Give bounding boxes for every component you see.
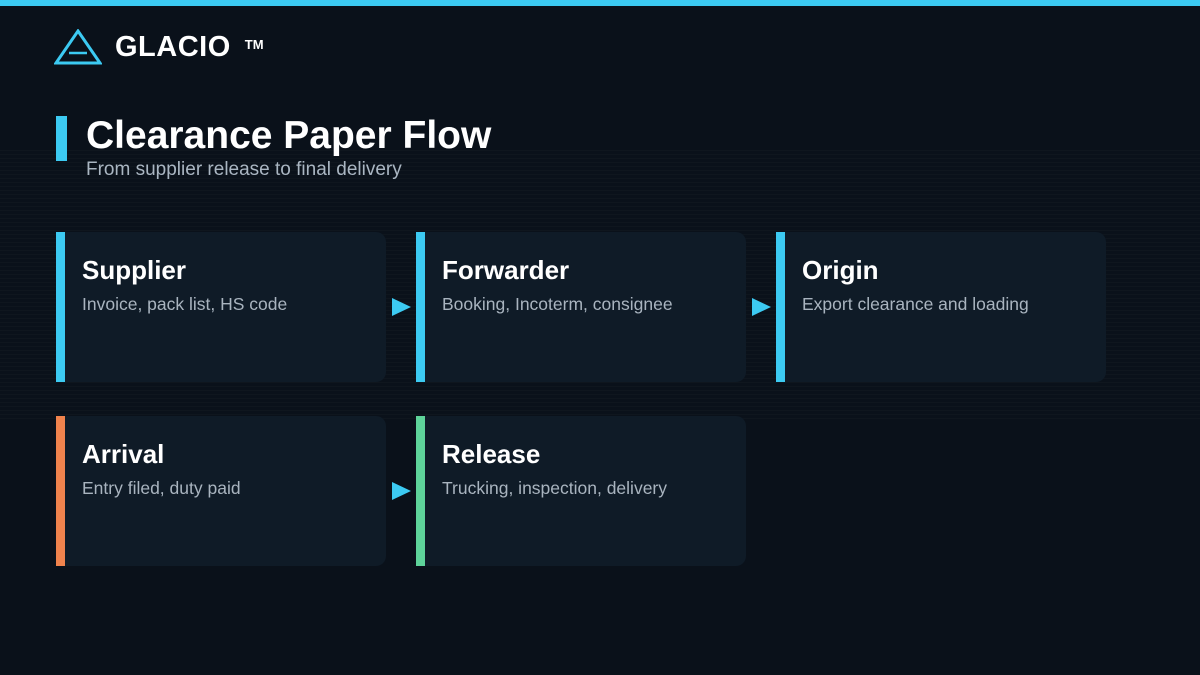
card-accent-bar	[416, 416, 425, 566]
step-description: Export clearance and loading	[802, 294, 1029, 314]
card-accent-bar	[776, 232, 785, 382]
step-title: Forwarder	[442, 255, 570, 285]
step-card-release: Release Trucking, inspection, delivery	[416, 416, 746, 566]
step-card-origin: Origin Export clearance and loading	[776, 232, 1106, 382]
step-title: Supplier	[82, 255, 187, 285]
top-accent-bar	[0, 0, 1200, 6]
step-card-arrival: Arrival Entry filed, duty paid	[56, 416, 386, 566]
play-arrow-icon	[752, 298, 771, 316]
step-description: Entry filed, duty paid	[82, 478, 241, 498]
brand-name: GLACIO	[115, 30, 231, 63]
trademark-mark: TM	[244, 36, 264, 52]
step-title: Origin	[802, 255, 879, 285]
play-arrow-icon	[392, 298, 411, 316]
step-title: Arrival	[82, 439, 165, 469]
brand: GLACIO TM	[54, 28, 264, 66]
step-card-forwarder: Forwarder Booking, Incoterm, consignee	[416, 232, 746, 382]
slide-subtitle: From supplier release to final delivery	[86, 159, 402, 180]
step-card-supplier: Supplier Invoice, pack list, HS code	[56, 232, 386, 382]
step-title: Release	[442, 439, 541, 469]
step-description: Invoice, pack list, HS code	[82, 294, 288, 314]
title-accent-bar	[56, 116, 67, 161]
card-accent-bar	[56, 232, 65, 382]
card-accent-bar	[416, 232, 425, 382]
slide-title: Clearance Paper Flow	[86, 114, 492, 157]
triangle-logo-icon	[54, 29, 102, 65]
step-description: Trucking, inspection, delivery	[442, 478, 668, 498]
play-arrow-icon	[392, 482, 411, 500]
step-description: Booking, Incoterm, consignee	[442, 294, 673, 314]
card-accent-bar	[56, 416, 65, 566]
